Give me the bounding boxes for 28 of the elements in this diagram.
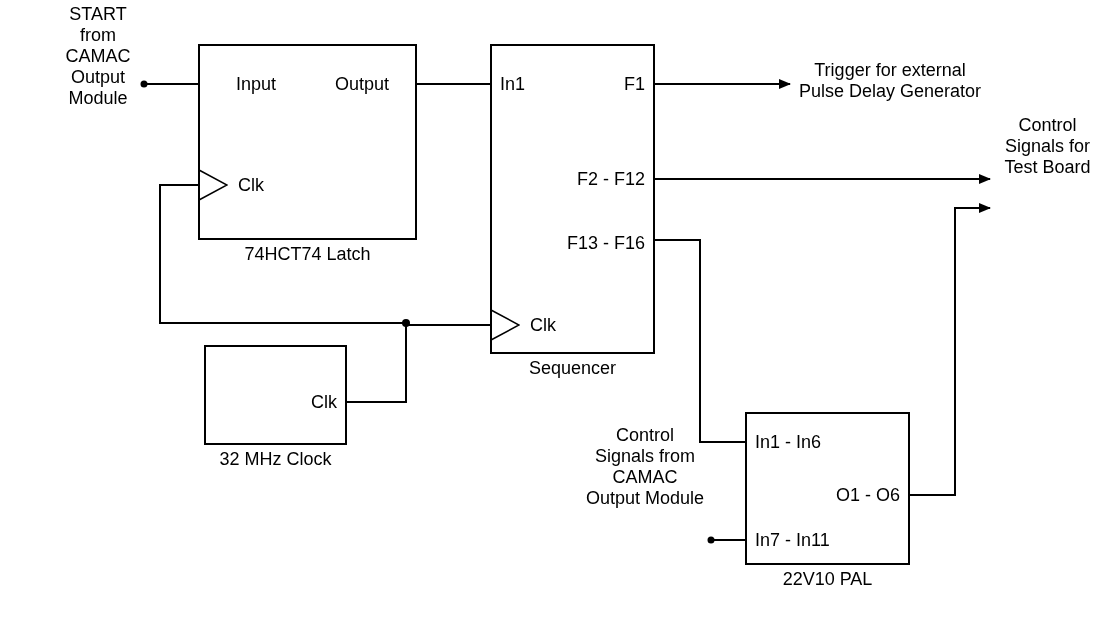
signal-label: START from CAMAC Output Module [52, 4, 144, 109]
block-caption: 74HCT74 Latch [243, 244, 372, 265]
pin-label: In7 - In11 [747, 528, 857, 552]
pin-label: Clk [492, 313, 582, 337]
signal-label: Control Signals from CAMAC Output Module [585, 425, 705, 509]
pin-label: In1 - In6 [747, 430, 857, 454]
arrow [907, 203, 991, 496]
pin-label: Clk [266, 390, 345, 414]
pin-label: F2 - F12 [532, 167, 653, 191]
wire [414, 83, 493, 85]
wire [707, 536, 748, 544]
pin-label: F1 [577, 72, 653, 96]
arrow [652, 79, 791, 89]
arrow [652, 174, 991, 184]
signal-label: Trigger for external Pulse Delay Generator [790, 60, 990, 102]
wire [159, 184, 407, 403]
pin-label: Clk [200, 173, 300, 197]
signal-label: Control Signals for Test Board [990, 115, 1105, 178]
block-caption: 32 MHz Clock [218, 449, 333, 470]
pin-label: Output [315, 72, 415, 96]
block-caption: Sequencer [527, 358, 618, 379]
pin-label: O1 - O6 [802, 483, 908, 507]
pin-label: F13 - F16 [532, 231, 653, 255]
pin-label: Input [200, 72, 300, 96]
wire [140, 80, 201, 88]
wire [652, 239, 748, 443]
pin-label: In1 [492, 72, 562, 96]
block-caption: 22V10 PAL [781, 569, 874, 590]
